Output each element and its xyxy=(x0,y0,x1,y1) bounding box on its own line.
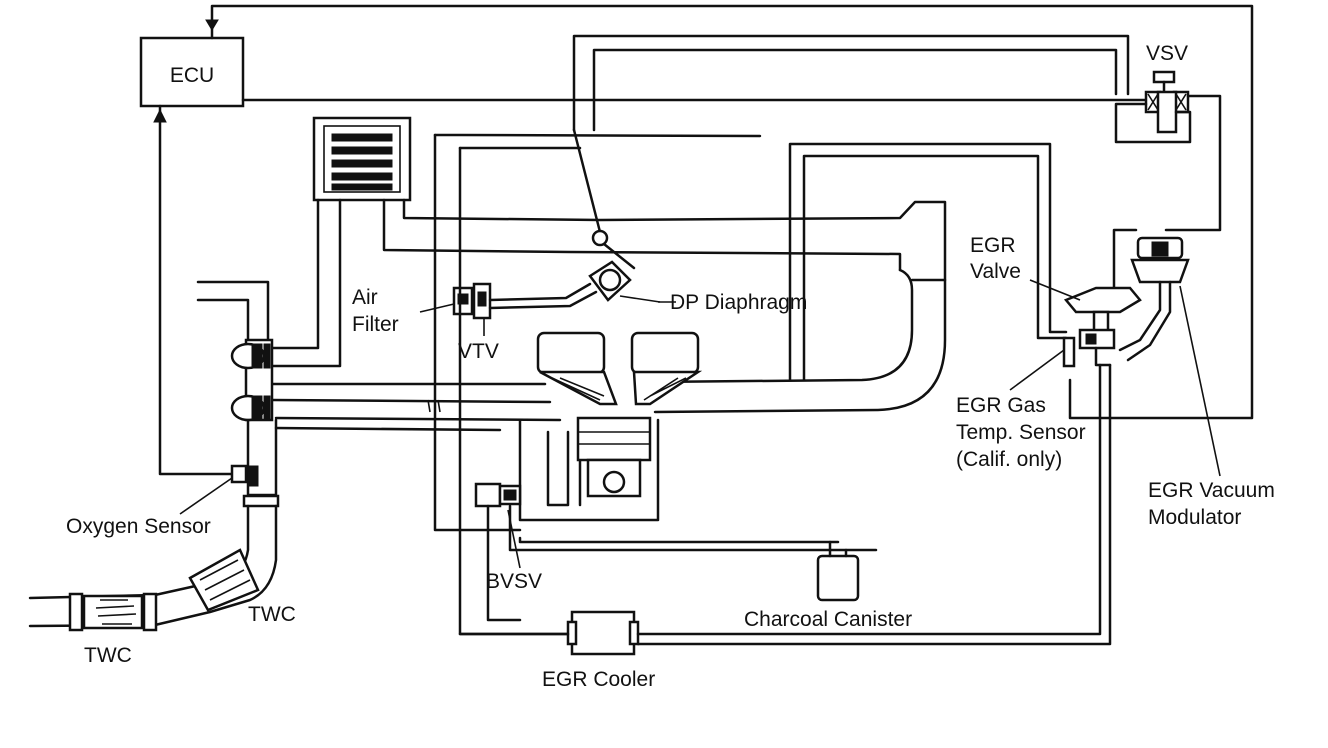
bvsv-valve xyxy=(474,482,878,622)
vtv-valve xyxy=(419,282,598,336)
air-cleaner xyxy=(312,116,412,202)
exhaust-pipe xyxy=(28,494,280,632)
twc-lower-converter xyxy=(68,592,158,632)
engine xyxy=(518,331,703,522)
egr-gas-label-line2: Temp. Sensor xyxy=(956,421,1086,444)
leader-lines xyxy=(658,285,1221,477)
ecu-wiring xyxy=(153,4,1254,476)
ecu-label: ECU xyxy=(170,64,214,87)
egr-valve-label-line2: Valve xyxy=(970,260,1021,283)
labels: VSV EGR Valve Air Filter DP Diaphragm VT… xyxy=(66,42,1275,691)
egr-gas-label-line1: EGR Gas xyxy=(956,394,1046,417)
dp-diaphragm xyxy=(572,34,1130,303)
egr-valve-label-line1: EGR xyxy=(970,234,1016,257)
egr-gas-temp-sensor xyxy=(1009,336,1076,391)
egr-valve xyxy=(1029,279,1142,367)
twc-upper-label: TWC xyxy=(248,603,296,626)
intake-duct xyxy=(382,198,947,414)
oxygen-sensor xyxy=(179,464,259,515)
air-filter-label-line2: Filter xyxy=(352,313,399,336)
bvsv-label: BVSV xyxy=(486,570,542,593)
twc-upper-converter xyxy=(188,548,260,612)
charcoal-canister xyxy=(816,540,860,602)
egr-cooler-label: EGR Cooler xyxy=(542,668,655,691)
egr-vacuum-modulator xyxy=(1096,228,1190,362)
twc-lower-label: TWC xyxy=(84,644,132,667)
vsv-label: VSV xyxy=(1146,42,1188,65)
exhaust-manifold xyxy=(196,198,562,497)
egr-modulator-label-line1: EGR Vacuum xyxy=(1148,479,1275,502)
air-filter-label-line1: Air xyxy=(352,286,378,309)
egr-gas-label-line3: (Calif. only) xyxy=(956,448,1062,471)
charcoal-canister-label: Charcoal Canister xyxy=(744,608,912,631)
oxygen-sensor-label: Oxygen Sensor xyxy=(66,515,211,538)
vsv-valve xyxy=(1114,70,1222,232)
vtv-label: VTV xyxy=(458,340,499,363)
egr-modulator-label-line2: Modulator xyxy=(1148,506,1241,529)
dp-diaphragm-label: DP Diaphragm xyxy=(670,291,807,314)
egr-intake-line xyxy=(788,142,1068,382)
egr-cooler xyxy=(458,363,1112,656)
ecu-box: ECU xyxy=(139,36,245,108)
